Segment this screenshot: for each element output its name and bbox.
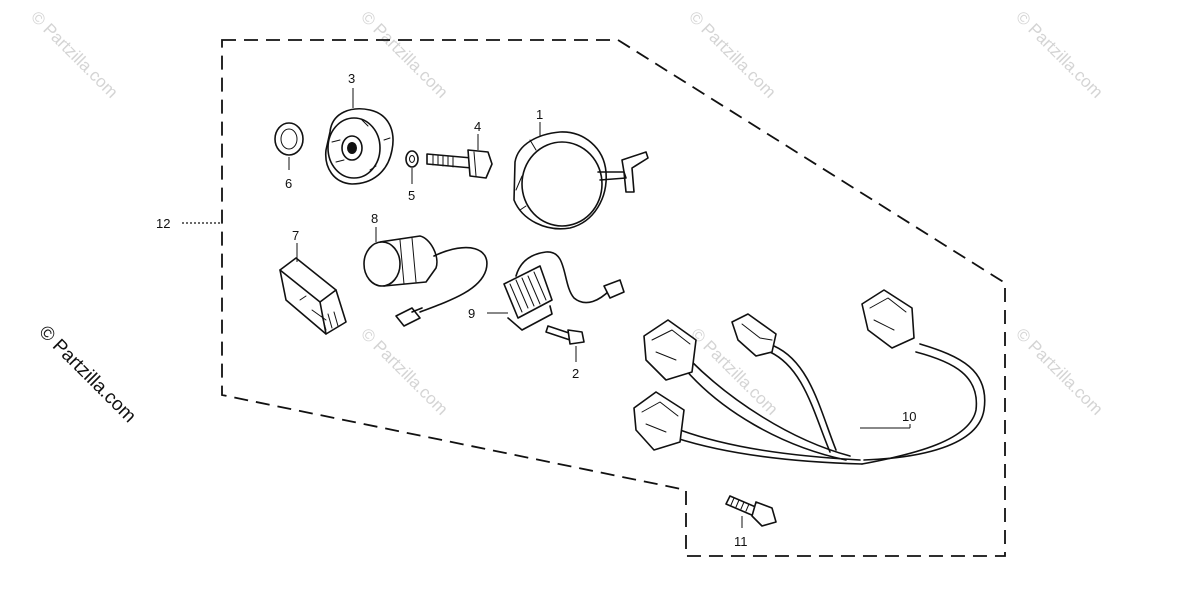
watermark-text: © Partzilla.com bbox=[357, 7, 451, 101]
part-3-starter-pulley bbox=[325, 88, 394, 185]
callout-2: 2 bbox=[572, 366, 579, 381]
callout-9: 9 bbox=[468, 306, 475, 321]
callout-3: 3 bbox=[348, 71, 355, 86]
part-11-flange-bolt bbox=[725, 495, 777, 528]
watermark-layer: © Partzilla.com © Partzilla.com © Partzi… bbox=[27, 7, 1106, 418]
callout-6: 6 bbox=[285, 176, 292, 191]
callout-11: 11 bbox=[734, 534, 748, 549]
part-5-washer bbox=[405, 150, 419, 184]
watermark-text: © Partzilla.com bbox=[1012, 7, 1106, 101]
part-1-recoil-starter bbox=[513, 122, 649, 230]
callout-4: 4 bbox=[474, 119, 481, 134]
part-10-wire-harness bbox=[633, 289, 986, 465]
part-7-module bbox=[279, 243, 347, 335]
part-9-regulator bbox=[487, 251, 625, 331]
part-6-seal bbox=[274, 122, 304, 170]
callout-5: 5 bbox=[408, 188, 415, 203]
part-4-flange-bolt bbox=[426, 134, 493, 179]
callout-12: 12 bbox=[156, 216, 170, 231]
watermark-text: © Partzilla.com bbox=[685, 7, 779, 101]
callout-10: 10 bbox=[902, 409, 916, 424]
assembly-boundary bbox=[221, 39, 1006, 557]
watermark-text: © Partzilla.com bbox=[357, 324, 451, 418]
watermark-main: © Partzilla.com bbox=[34, 322, 139, 427]
callout-8: 8 bbox=[371, 211, 378, 226]
watermark-text: © Partzilla.com bbox=[27, 7, 121, 101]
part-2-bolt bbox=[545, 325, 585, 362]
part-8-ignition-coil bbox=[363, 227, 488, 327]
watermark-text: © Partzilla.com bbox=[1012, 324, 1106, 418]
callout-1: 1 bbox=[536, 107, 543, 122]
callout-7: 7 bbox=[292, 228, 299, 243]
